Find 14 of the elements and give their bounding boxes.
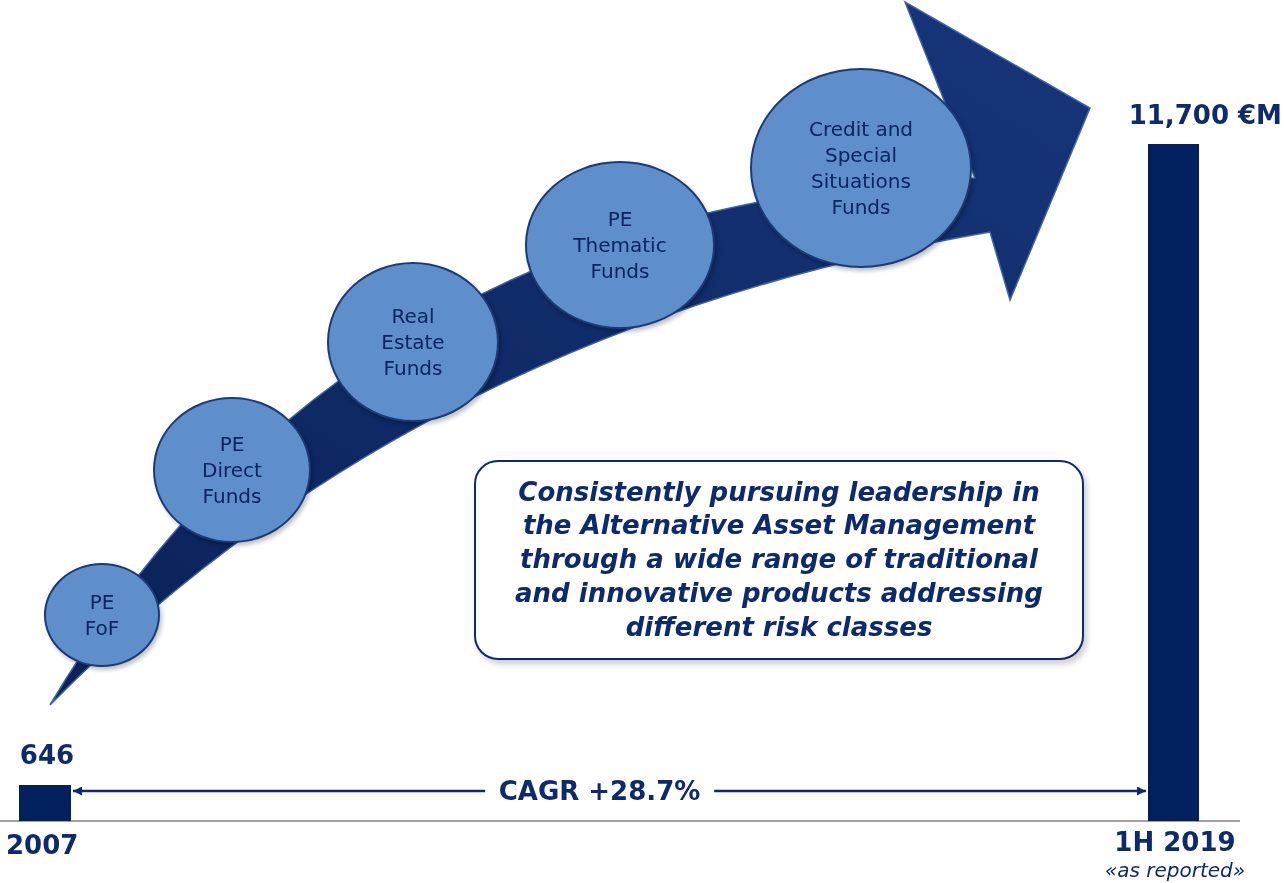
message-box — [474, 460, 1084, 660]
fund-label: Real Estate Funds — [380, 303, 446, 381]
value-bar — [1148, 144, 1199, 821]
value-label: 646 — [18, 740, 76, 770]
fund-label: PE FoF — [83, 589, 121, 641]
year-label: 1H 2019 — [1113, 827, 1237, 857]
fund-label: PE Direct Funds — [201, 431, 263, 509]
fund-label: Credit and Special Situations Funds — [807, 116, 915, 220]
message-text: Consistently pursuing leadership in the Alternative Asset Management through a wide range of traditional and innovative products addressing different risk classes — [514, 475, 1044, 644]
fund-label: PE Thematic Funds — [572, 206, 668, 284]
value-label: 11,700 €M — [1127, 100, 1282, 130]
value-bar — [19, 785, 71, 821]
footnote-label: «as reported» — [1103, 858, 1247, 882]
year-label: 2007 — [6, 830, 80, 860]
